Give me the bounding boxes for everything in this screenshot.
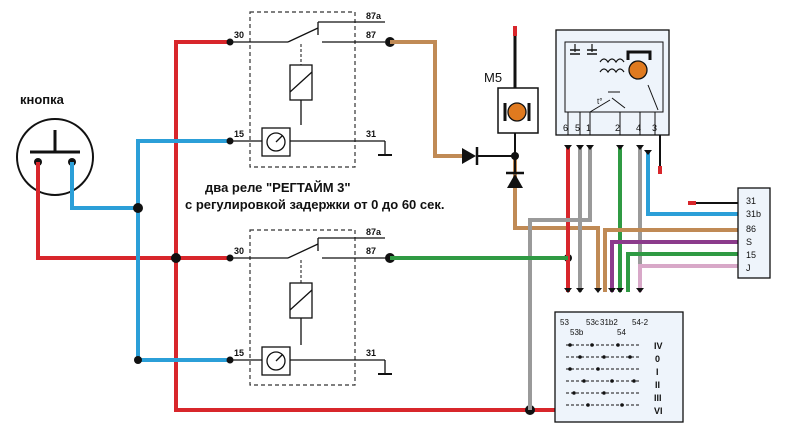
switch-mode-vi: VI [654,406,663,416]
wiper-pin-3: 3 [652,123,657,133]
relay-top-pin-87a: 87a [366,11,382,21]
wiper-motor-box: t° 6 5 1 2 4 3 [555,29,670,174]
relay-top-pin-31: 31 [366,129,376,139]
connector-pin-j: J [746,263,751,273]
blue-wires [70,139,738,362]
wiper-pin-6: 6 [563,123,568,133]
motor-rotor [507,102,527,122]
wiper-thermal-mark: t° [597,97,602,106]
push-button: кнопка [16,92,94,196]
wiper-box-frame [555,29,670,136]
connector-pin-86: 86 [746,224,756,234]
caption-line-1: два реле "РЕГТАЙМ 3" [205,180,351,195]
switch-block: 53 53b 53c 31b2 54 54-2 IV 0 I II III VI [554,311,684,423]
wiper-motor-rotor [628,60,648,80]
relay-bottom-timer [261,346,291,376]
relay-bottom-pin-31: 31 [366,348,376,358]
brown-wire [390,40,600,290]
motor-m5: M5 [484,26,539,156]
switch-pin-53: 53 [560,318,569,327]
switch-pin-31b2: 31b2 [600,318,618,327]
harness-arrows [564,145,652,293]
diode-horizontal [462,148,476,164]
blue-wire-connector [646,150,738,216]
switch-pin-53c: 53c [586,318,599,327]
right-connector: 31 31b 86 S 15 J [737,187,771,279]
blue-wire-top-15 [136,139,230,360]
relay-bottom-pin-30: 30 [234,246,244,256]
motor-housing [497,87,539,134]
switch-pin-54: 54 [617,328,626,337]
switch-pin-53b: 53b [570,328,584,337]
relay-bottom-pin-87a: 87a [366,227,382,237]
switch-mode-iii: III [654,393,662,403]
wiper-pin-2: 2 [615,123,620,133]
switch-mode-ii: II [655,380,660,390]
relay-top-frame [249,11,356,168]
switch-mode-0: 0 [655,354,660,364]
harness-wires [390,145,738,410]
diode-vertical [507,174,523,188]
relay-top-pin-30: 30 [234,30,244,40]
wiper-pin-1: 1 [586,123,591,133]
relay-top-timer [261,127,291,157]
relay-top-pin-87: 87 [366,30,376,40]
motor-label: M5 [484,70,502,85]
caption-line-2: с регулировкой задержки от 0 до 60 сек. [185,197,444,212]
connector-pin-15: 15 [746,250,756,260]
wiper-pin-5: 5 [575,123,580,133]
red-wire-main [36,162,230,260]
switch-mode-iv: IV [654,341,663,351]
right-connector-frame [737,187,771,279]
switch-mode-i: I [656,367,659,377]
connector-pin-s: S [746,237,752,247]
switch-block-frame [554,311,684,423]
button-label: кнопка [20,92,65,107]
switch-pin-54-2: 54-2 [632,318,649,327]
red-wire-top [174,40,230,258]
relay-bottom-pin-15: 15 [234,348,244,358]
blue-wire-button [70,162,138,210]
relay-bottom-frame [249,229,356,386]
connector-pin-31b: 31b [746,209,761,219]
relay-top-pin-15: 15 [234,129,244,139]
connector-pin-31: 31 [746,196,756,206]
red-wires [36,40,555,412]
relay-bottom: 30 87a 87 15 31 [226,227,392,386]
wiper-pin-4: 4 [636,123,641,133]
red-wire-bottom [174,258,555,412]
relay-bottom-pin-87: 87 [366,246,376,256]
relay-top: 30 87a 87 15 31 [226,11,392,168]
